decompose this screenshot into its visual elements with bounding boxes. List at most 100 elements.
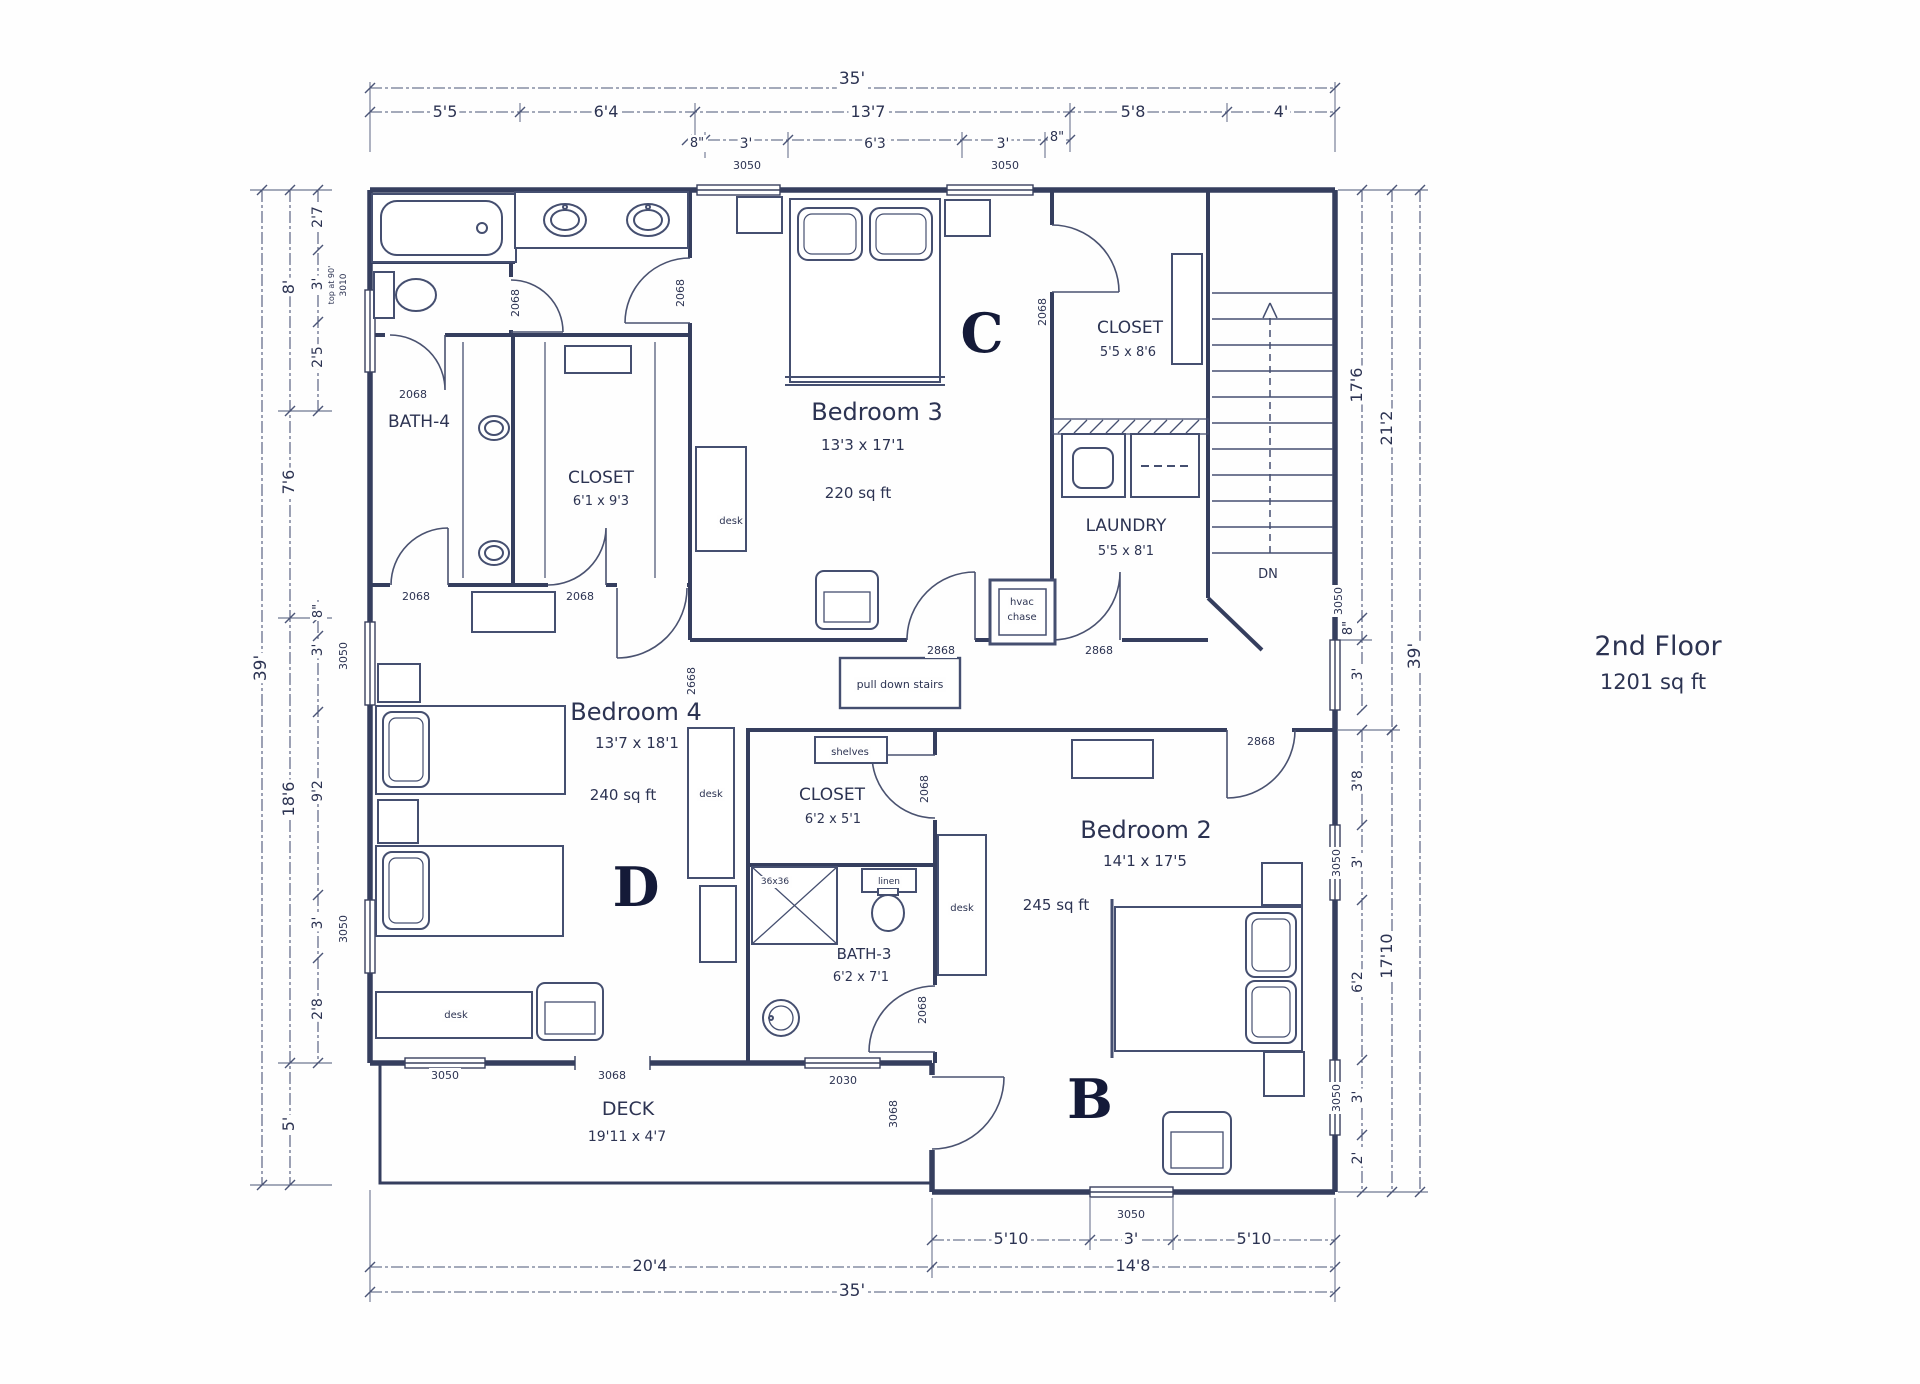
label-dims_right-11: 3': [1350, 1091, 1366, 1104]
label-dims_left-14: 3': [310, 917, 326, 930]
label-underlay: [309, 204, 327, 230]
label-dims_right-5: 8": [1341, 621, 1356, 635]
window: [804, 1057, 881, 1069]
label-dims_left-7: top at 90': [327, 266, 336, 305]
label-rooms-19: 14'1 x 17'5: [1103, 852, 1187, 870]
label-underlay: [1349, 768, 1367, 794]
label-tags-3: 3068: [887, 1100, 900, 1128]
label-underlay: [336, 640, 351, 672]
interior-walls: [370, 190, 1335, 1063]
label-underlay: [854, 677, 946, 692]
bath4-sink: [478, 540, 510, 566]
label-underlay: [397, 387, 429, 402]
doors: [389, 224, 1296, 1150]
label-underlay: [731, 158, 763, 173]
label-dims_right-12: 3050: [1330, 1084, 1343, 1112]
label-tags-1: 3068: [598, 1069, 626, 1082]
label-rooms-5: 220 sq ft: [825, 484, 892, 502]
label-underlay: [1113, 1255, 1153, 1276]
label-dims_left-16: 2'8: [310, 998, 326, 1020]
label-dims_left-1: 8': [279, 280, 298, 295]
label-tags-8: 2068: [566, 590, 594, 603]
staircase: [1212, 292, 1333, 554]
label-dims_right-3: 17'10: [1377, 933, 1396, 978]
closet2-shelf: [1171, 253, 1203, 365]
label-dims_top-12: 3050: [991, 159, 1019, 172]
hatched-wall: [1052, 418, 1209, 435]
label-letters-1: D: [613, 855, 660, 919]
label-furniture_tags-3: desk: [950, 903, 974, 914]
dim-line: [1356, 819, 1368, 831]
label-underlay: [1234, 1228, 1274, 1249]
dim-line: [312, 244, 324, 256]
label-underlay: [836, 68, 868, 90]
label-underlay: [848, 101, 888, 122]
label-underlay: [564, 589, 596, 604]
label-underlay: [250, 652, 272, 684]
label-underlay: [1035, 296, 1050, 328]
dim-line: [312, 952, 324, 964]
label-rooms-4: 13'3 x 17'1: [821, 436, 905, 454]
cabinet: [699, 885, 737, 963]
window: [696, 184, 781, 196]
label-underlay: [758, 876, 792, 888]
label-furniture_tags-1: desk: [444, 1010, 468, 1021]
label-underlay: [925, 643, 957, 658]
nightstand: [1261, 862, 1303, 906]
label-underlay: [1329, 1082, 1344, 1114]
label-underlay: [697, 788, 725, 801]
label-dims_right-7: 3'8: [1350, 770, 1366, 792]
label-letters-2: B: [1067, 1067, 1113, 1131]
dim-line: [1356, 704, 1368, 716]
label-underlay: [1331, 585, 1346, 617]
shower: [751, 866, 838, 945]
window: [1329, 639, 1341, 711]
window: [364, 899, 376, 974]
nightstand: [377, 663, 421, 703]
door-bedroom2-entry: [1226, 729, 1296, 799]
label-underlay: [1349, 665, 1367, 683]
label-underlay: [508, 287, 523, 319]
label-underlay: [1271, 101, 1291, 122]
label-underlay: [400, 589, 432, 604]
label-dims_top-0: 35': [839, 69, 865, 89]
label-tags-5: 2068: [509, 289, 522, 317]
label-underlay: [1349, 969, 1367, 995]
label-underlay: [338, 271, 350, 299]
label-underlay: [991, 1228, 1031, 1249]
label-underlay: [278, 277, 299, 297]
door-bath4-lower: [390, 527, 449, 586]
label-dims_right-8: 3': [1350, 856, 1366, 869]
label-underlay: [310, 601, 327, 621]
label-tags-6: 2068: [674, 279, 687, 307]
label-dims_left-4: 5': [279, 1117, 298, 1132]
dim-line: [1356, 1129, 1368, 1141]
label-rooms-17: 6'2 x 7'1: [833, 970, 889, 985]
door-bath4-upper: [389, 334, 446, 391]
window: [1089, 1186, 1174, 1198]
label-tags-7: 2068: [402, 590, 430, 603]
label-dims_right-2: 39': [1405, 643, 1425, 669]
dim-line: [1356, 1054, 1368, 1066]
label-underlay: [1005, 611, 1039, 624]
label-tags-15: 2668: [685, 667, 698, 695]
label-dims_right-13: 2': [1350, 1152, 1366, 1165]
label-rooms-14: CLOSET: [799, 785, 866, 805]
label-tags-0: 3050: [431, 1069, 459, 1082]
bed-bedroom4-1: [375, 705, 566, 795]
label-underlay: [1329, 847, 1344, 879]
label-dims_top-8: 6'3: [864, 136, 886, 152]
bed-bedroom4-2: [375, 845, 564, 937]
desk-bedroom3: [695, 446, 747, 552]
label-dims_right-0: 17'6: [1347, 368, 1366, 403]
label-underlay: [591, 101, 621, 122]
label-rooms-0: BATH-4: [388, 412, 450, 432]
dryer: [1130, 433, 1200, 498]
label-underlay: [1115, 1207, 1147, 1222]
label-underlay: [630, 1255, 670, 1276]
label-tags-13: 2868: [1085, 644, 1113, 657]
label-furniture_tags-4: shelves: [831, 747, 869, 758]
label-dims_bottom-0: 3050: [1117, 1208, 1145, 1221]
label-dims_left-9: 2'5: [310, 346, 326, 368]
